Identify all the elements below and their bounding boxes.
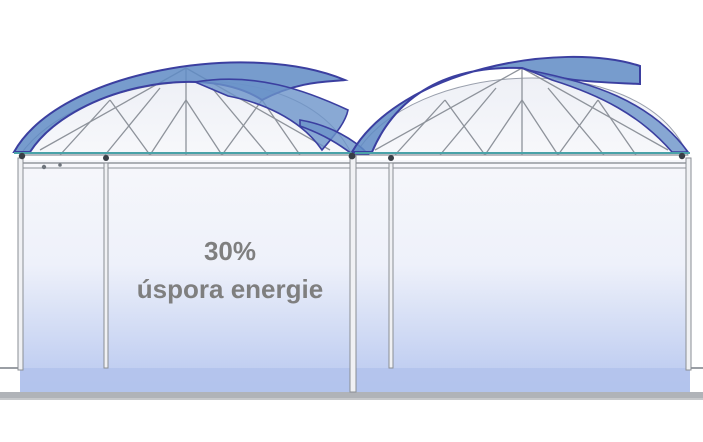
energy-screens	[12, 55, 690, 155]
gutter-nodes	[18, 152, 686, 170]
energy-saving-label: úspora energie	[136, 274, 324, 304]
greenhouse-columns	[17, 154, 692, 393]
energy-saving-value: 30%	[203, 236, 257, 266]
